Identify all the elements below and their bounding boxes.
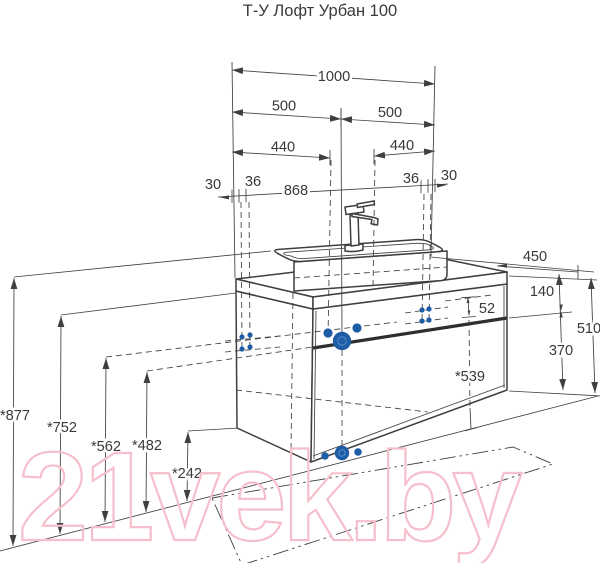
- dim-height-upper: 140: [530, 284, 554, 300]
- construction-lines: [105, 61, 493, 453]
- dim-height-562: *562: [91, 439, 121, 455]
- floor-line: [0, 395, 599, 552]
- dim-faucet-height: *877: [0, 408, 30, 424]
- dim-hole-left: 440: [271, 140, 295, 156]
- dim-width-half-right: 500: [378, 105, 402, 121]
- dim-offset-left-inner: 36: [245, 174, 261, 190]
- left-extension-lines: [13, 250, 272, 432]
- drawing-title: Т-У Лофт Урбан 100: [243, 2, 397, 20]
- top-dimensions: [217, 67, 449, 203]
- right-dimensions: [429, 256, 600, 432]
- dim-depth: 450: [523, 249, 547, 265]
- sink-hidden-line: [293, 266, 448, 279]
- dim-offset-right-outer: 30: [441, 168, 457, 184]
- faucet: [344, 200, 379, 253]
- watermark-text: 21vek.by: [18, 426, 522, 563]
- dim-width-total: 1000: [318, 69, 350, 85]
- dim-hole-right: 440: [390, 138, 414, 154]
- dim-offset-right-inner: 36: [403, 171, 419, 187]
- sink-basin-rim: [283, 242, 434, 260]
- dim-width-half-left: 500: [272, 99, 296, 115]
- floor-projection-outline: [211, 446, 555, 563]
- dim-mount-height: *539: [455, 369, 485, 385]
- faucet-column: [349, 213, 360, 247]
- dim-offset-left-outer: 30: [205, 177, 221, 193]
- dim-height-482: *482: [132, 438, 162, 454]
- faucet-lever: [356, 200, 376, 209]
- dim-height-242: *242: [172, 466, 202, 482]
- faucet-base: [344, 243, 364, 253]
- dim-width-inner: 868: [284, 183, 308, 199]
- dim-counter-height: *752: [47, 420, 77, 436]
- dim-drawer-face: 52: [479, 301, 495, 317]
- left-dimensions: [9, 277, 192, 547]
- dim-height-total: 510: [577, 321, 600, 337]
- sink-front: [293, 250, 448, 292]
- mounting-points: [239, 306, 432, 461]
- dim-height-lower: 370: [549, 343, 573, 359]
